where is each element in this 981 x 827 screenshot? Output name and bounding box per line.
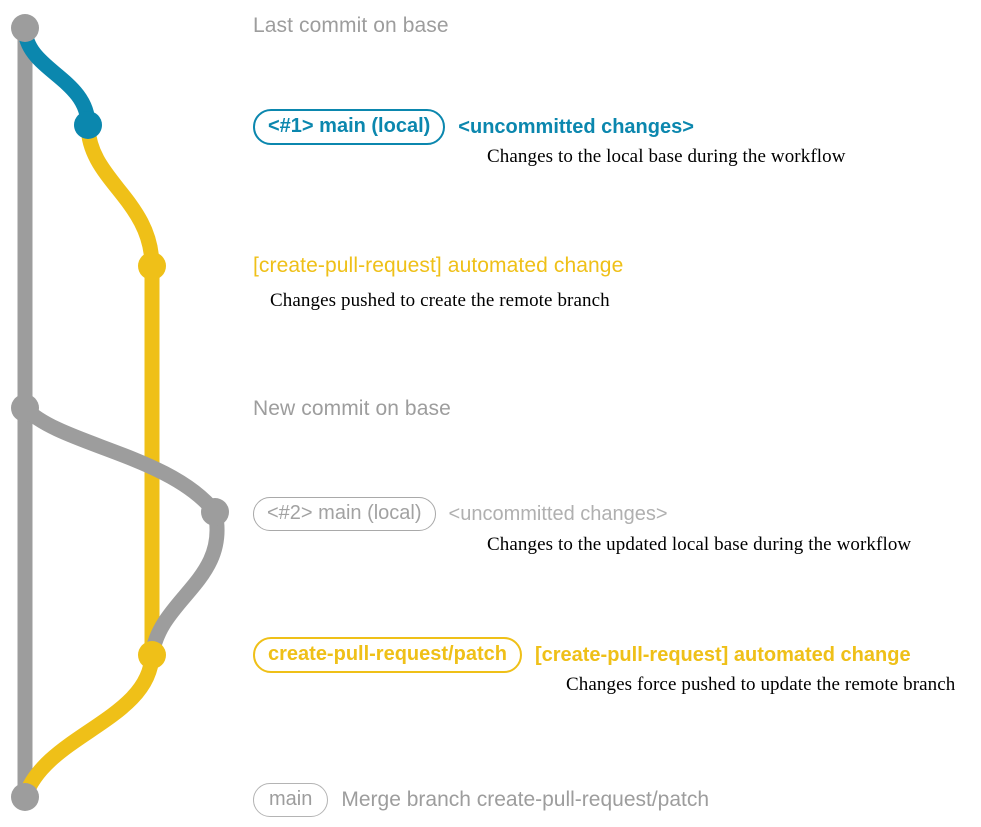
entry-automated-change-2: create-pull-request/patch [create-pull-r…	[253, 637, 911, 673]
ref-badge-create-pull-request-patch[interactable]: create-pull-request/patch	[253, 637, 522, 673]
node-automated-change-2[interactable]	[138, 641, 166, 669]
caption-local-2: <uncommitted changes>	[448, 502, 668, 525]
description-automated-change-2: Changes force pushed to update the remot…	[566, 674, 956, 695]
description-automated-change-1: Changes pushed to create the remote bran…	[270, 290, 610, 311]
node-last-commit-on-base[interactable]	[11, 14, 39, 42]
entry-local-2: <#2> main (local) <uncommitted changes>	[253, 497, 668, 531]
entry-automated-change-1: [create-pull-request] automated change	[253, 254, 623, 278]
caption-merge-commit: Merge branch create-pull-request/patch	[341, 788, 710, 811]
node-merge-commit[interactable]	[11, 783, 39, 811]
entry-merge-commit: main Merge branch create-pull-request/pa…	[253, 783, 709, 817]
node-new-commit-on-base[interactable]	[11, 394, 39, 422]
local-2-to-patch-line	[144, 504, 225, 663]
headline-last-commit-on-base: Last commit on base	[253, 14, 449, 37]
node-local-1[interactable]	[74, 111, 102, 139]
entry-last-commit-on-base: Last commit on base	[253, 14, 449, 38]
entry-new-commit-on-base: New commit on base	[253, 397, 451, 421]
local-branch-2-line	[17, 400, 223, 520]
node-automated-change-1[interactable]	[138, 252, 166, 280]
headline-automated-change-1: [create-pull-request] automated change	[253, 254, 624, 277]
ref-badge-local-2[interactable]: <#2> main (local)	[253, 497, 436, 531]
node-local-2[interactable]	[201, 498, 229, 526]
headline-new-commit-on-base: New commit on base	[253, 397, 451, 420]
description-local-1: Changes to the local base during the wor…	[487, 146, 846, 167]
caption-local-1: <uncommitted changes>	[458, 115, 694, 138]
ref-badge-local-1[interactable]: <#1> main (local)	[253, 109, 446, 145]
caption-automated-change-2: [create-pull-request] automated change	[534, 643, 911, 666]
patch-to-merge-line	[17, 647, 160, 805]
entry-local-1: <#1> main (local) <uncommitted changes>	[253, 109, 694, 145]
ref-badge-main[interactable]: main	[253, 783, 329, 817]
description-local-2: Changes to the updated local base during…	[487, 534, 912, 555]
